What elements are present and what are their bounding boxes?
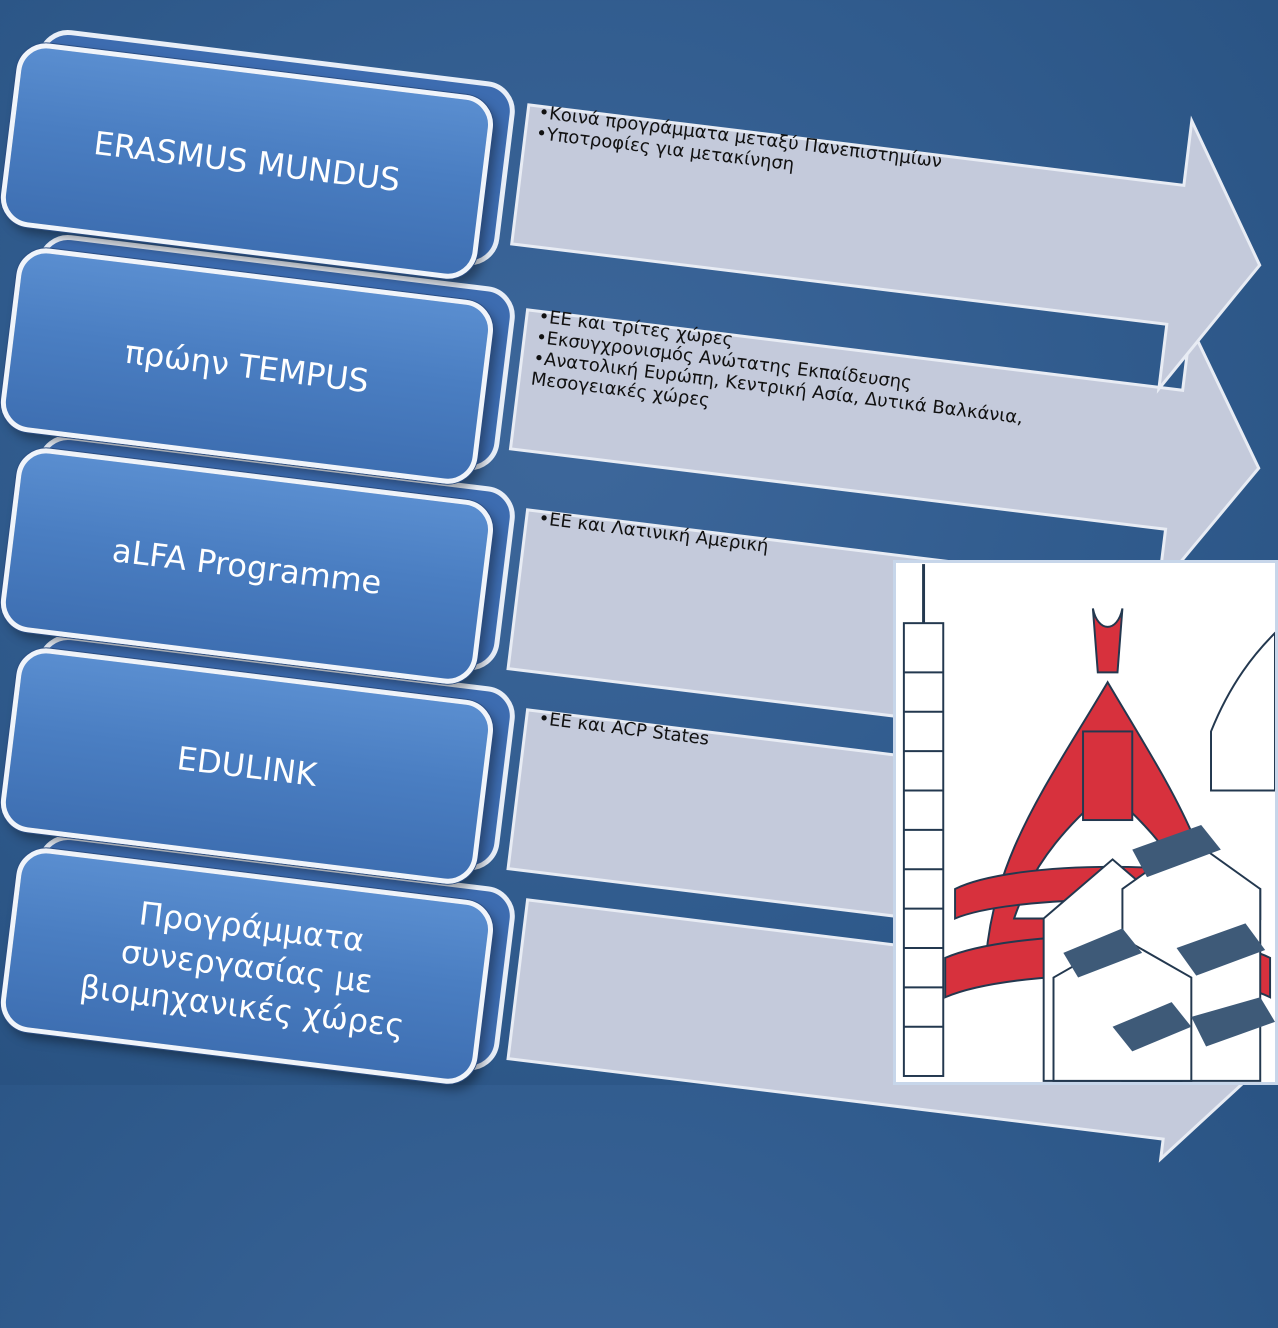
program-title: EDULINK [174, 738, 319, 794]
world-landmarks-illustration [893, 560, 1278, 1085]
program-title: ERASMUS MUNDUS [91, 123, 403, 199]
program-title: πρώην TEMPUS [122, 332, 371, 400]
landmarks-icon [896, 564, 1275, 1082]
arrow-1 [486, 95, 1269, 543]
arrow-2 [486, 290, 1269, 738]
program-title: aLFA Programme [110, 530, 384, 602]
